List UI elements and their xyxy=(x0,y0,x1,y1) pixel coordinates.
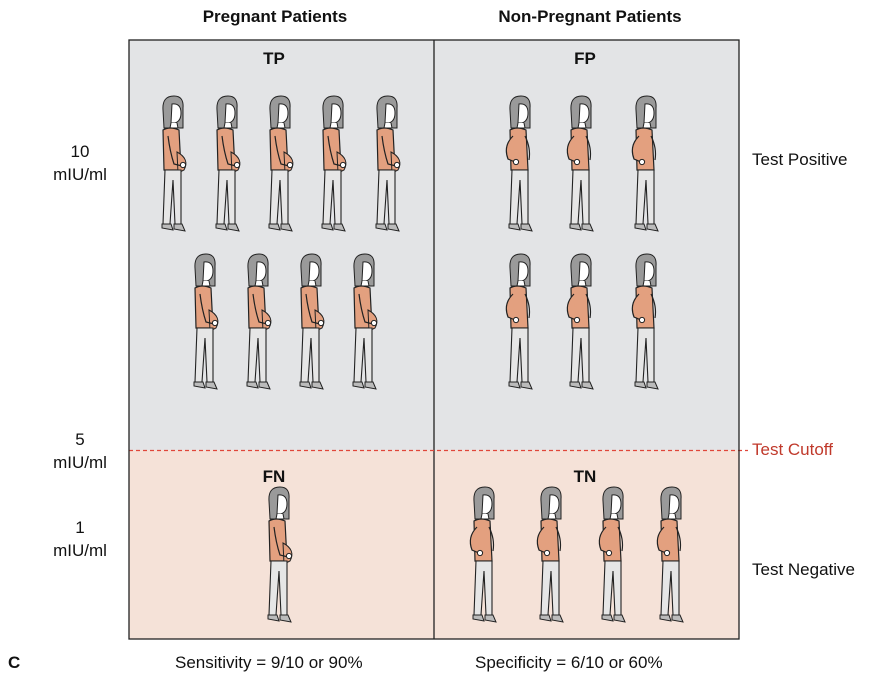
quadrant-label-tn: TN xyxy=(555,467,615,487)
panel-label: C xyxy=(8,653,20,673)
quadrant-label-tp: TP xyxy=(244,49,304,69)
quadrant-label-fn: FN xyxy=(244,467,304,487)
row-label-positive: Test Positive xyxy=(752,150,847,170)
y-label-cutoff: 5 mIU/ml xyxy=(40,428,120,474)
y-label-high-value: 10 xyxy=(40,140,120,163)
row-label-cutoff: Test Cutoff xyxy=(752,440,833,460)
y-label-cutoff-unit: mIU/ml xyxy=(40,451,120,474)
y-label-low-unit: mIU/ml xyxy=(40,539,120,562)
y-label-low: 1 mIU/ml xyxy=(40,516,120,562)
row-label-negative: Test Negative xyxy=(752,560,855,580)
y-label-low-value: 1 xyxy=(40,516,120,539)
specificity-text: Specificity = 6/10 or 60% xyxy=(475,653,663,673)
y-label-cutoff-value: 5 xyxy=(40,428,120,451)
quadrant-label-fp: FP xyxy=(555,49,615,69)
sensitivity-text: Sensitivity = 9/10 or 90% xyxy=(175,653,363,673)
y-label-high-unit: mIU/ml xyxy=(40,163,120,186)
y-label-high: 10 mIU/ml xyxy=(40,140,120,186)
